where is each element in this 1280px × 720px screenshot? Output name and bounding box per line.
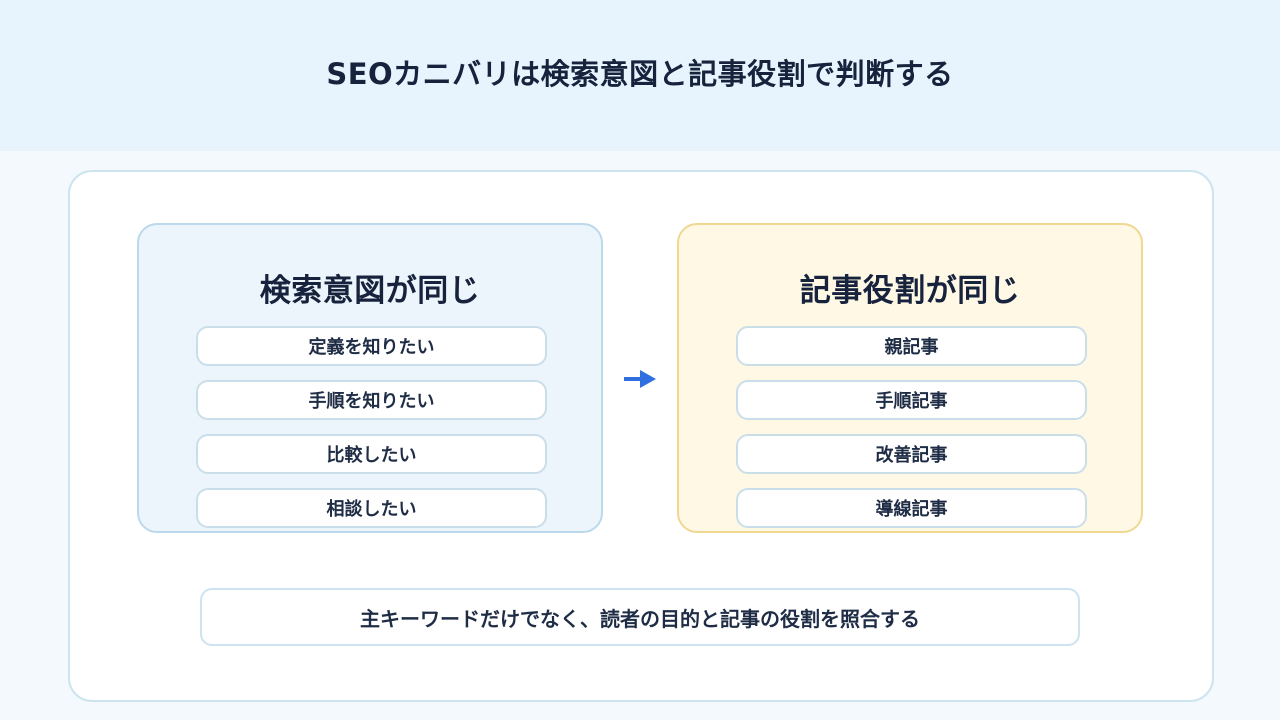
role-item: 改善記事 [736,434,1087,474]
intent-item: 比較したい [196,434,547,474]
intent-item: 定義を知りたい [196,326,547,366]
role-item: 手順記事 [736,380,1087,420]
search-intent-panel: 検索意図が同じ 定義を知りたい 手順を知りたい 比較したい 相談したい [137,223,603,533]
role-item: 導線記事 [736,488,1087,528]
search-intent-title: 検索意図が同じ [259,273,481,309]
header-banner: SEOカニバリは検索意図と記事役割で判断する [0,0,1280,151]
intent-item: 手順を知りたい [196,380,547,420]
article-role-panel: 記事役割が同じ 親記事 手順記事 改善記事 導線記事 [677,223,1143,533]
summary-note: 主キーワードだけでなく、読者の目的と記事の役割を照合する [200,588,1080,646]
role-item: 親記事 [736,326,1087,366]
article-role-title: 記事役割が同じ [799,273,1021,309]
page-title: SEOカニバリは検索意図と記事役割で判断する [326,56,954,91]
intent-item: 相談したい [196,488,547,528]
arrow-right-icon [624,370,656,388]
